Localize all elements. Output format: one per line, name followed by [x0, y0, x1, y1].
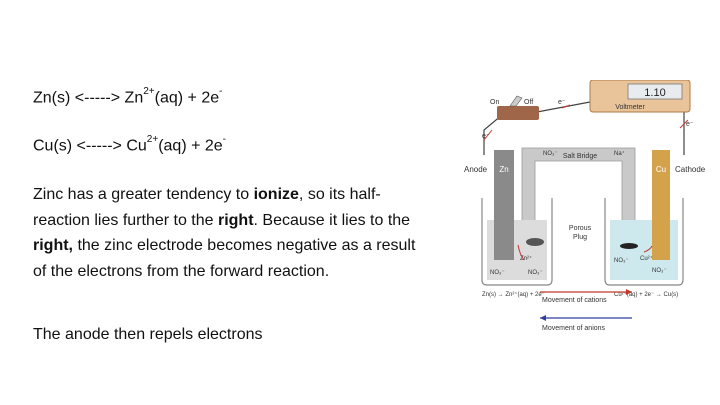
left-no3-label: NO₃⁻ — [490, 270, 505, 276]
zinc-half-equation: Zn(s) <-----> Zn2+(aq) + 2e- — [33, 86, 223, 107]
salt-bridge-label: Salt Bridge — [563, 153, 597, 160]
right-no3-label-2: NO₃⁻ — [652, 268, 667, 274]
paragraph-text-4: the zinc electrode becomes negative as a… — [33, 237, 416, 280]
explanation-paragraph: Zinc has a greater tendency to ionize, s… — [33, 182, 433, 284]
anode-reaction: Zn(s) → Zn²⁺(aq) + 2e⁻ — [482, 291, 545, 298]
left-no3-label-2: NO₃⁻ — [528, 270, 543, 276]
switch-box — [497, 106, 539, 120]
paragraph-text-1: Zinc has a greater tendency to — [33, 186, 254, 203]
paragraph-text-3: . Because it lies to the — [253, 211, 411, 229]
zinc-equation-left: Zn(s) <-----> Zn — [33, 89, 144, 107]
cu-ion-label: Cu²⁺ — [640, 255, 653, 262]
voltmeter-display — [627, 83, 683, 100]
voltmeter-reading: 1.10 — [644, 87, 665, 99]
electron-arrow-left — [483, 129, 493, 141]
zinc-equation-right: (aq) + 2e — [154, 89, 220, 107]
right-beaker — [604, 198, 684, 286]
wire-left — [483, 114, 503, 155]
switch-on-label: On — [490, 99, 499, 106]
paragraph-bold-right-2: right, — [33, 237, 73, 254]
porous-plug-left — [526, 238, 544, 246]
cathode-reaction: Cu²⁺(aq) + 2e⁻ → Cu(s) — [614, 291, 678, 298]
cu-electrode-label: Cu — [656, 165, 666, 174]
porous-plug-label-2: Plug — [573, 234, 587, 241]
electron-label-left: e⁻ — [482, 133, 490, 140]
copper-equation-sign: - — [222, 134, 227, 145]
cations-label: Movement of cations — [542, 297, 607, 304]
zn-ion-label: Zn²⁺ — [520, 255, 532, 262]
electron-label-right: e⁻ — [686, 121, 694, 128]
cation-arrowhead — [626, 289, 632, 295]
right-no3-label: NO₃⁻ — [614, 258, 629, 264]
switch-lever-icon — [509, 95, 523, 107]
porous-plug-right — [620, 243, 638, 249]
cathode-label: Cathode — [675, 165, 706, 174]
electron-arrow-right — [679, 119, 689, 129]
bridge-no3-label: NO₃⁻ — [543, 151, 558, 157]
zinc-equation-charge: 2+ — [143, 86, 155, 97]
zinc-electrode — [494, 150, 514, 260]
electron-arrow-top — [561, 104, 571, 109]
zinc-equation-sign: - — [219, 86, 223, 97]
anions-label: Movement of anions — [542, 325, 606, 332]
paragraph-text-2: , so its half-reaction lies further to t… — [33, 186, 381, 229]
copper-equation-left: Cu(s) <-----> Cu — [33, 137, 147, 155]
anion-arrowhead — [540, 315, 546, 321]
copper-half-equation: Cu(s) <-----> Cu2+(aq) + 2e- — [33, 134, 227, 155]
porous-plug-label-1: Porous — [569, 225, 592, 232]
copper-electrode — [652, 150, 670, 260]
paragraph-bold-right: right — [217, 211, 254, 229]
galvanic-cell-diagram: e⁻ e⁻ e⁻ On Off 1.10 Voltmeter Salt Brid… — [464, 80, 706, 332]
anode-statement: The anode then repels electrons — [33, 326, 263, 343]
paragraph-bold-ionize: ionize — [253, 186, 299, 203]
voltmeter-label: Voltmeter — [615, 104, 645, 111]
left-beaker — [481, 198, 553, 286]
bridge-na-label: Na⁺ — [614, 150, 625, 157]
copper-equation-right: (aq) + 2e — [158, 137, 223, 155]
zn-ion-arrow — [517, 244, 525, 261]
anode-label: Anode — [464, 165, 488, 174]
switch-off-label: Off — [524, 99, 533, 106]
copper-equation-charge: 2+ — [146, 134, 159, 145]
electron-label-top: e⁻ — [558, 99, 566, 106]
cu-ion-arrow — [643, 245, 653, 253]
zn-electrode-label: Zn — [499, 165, 508, 174]
